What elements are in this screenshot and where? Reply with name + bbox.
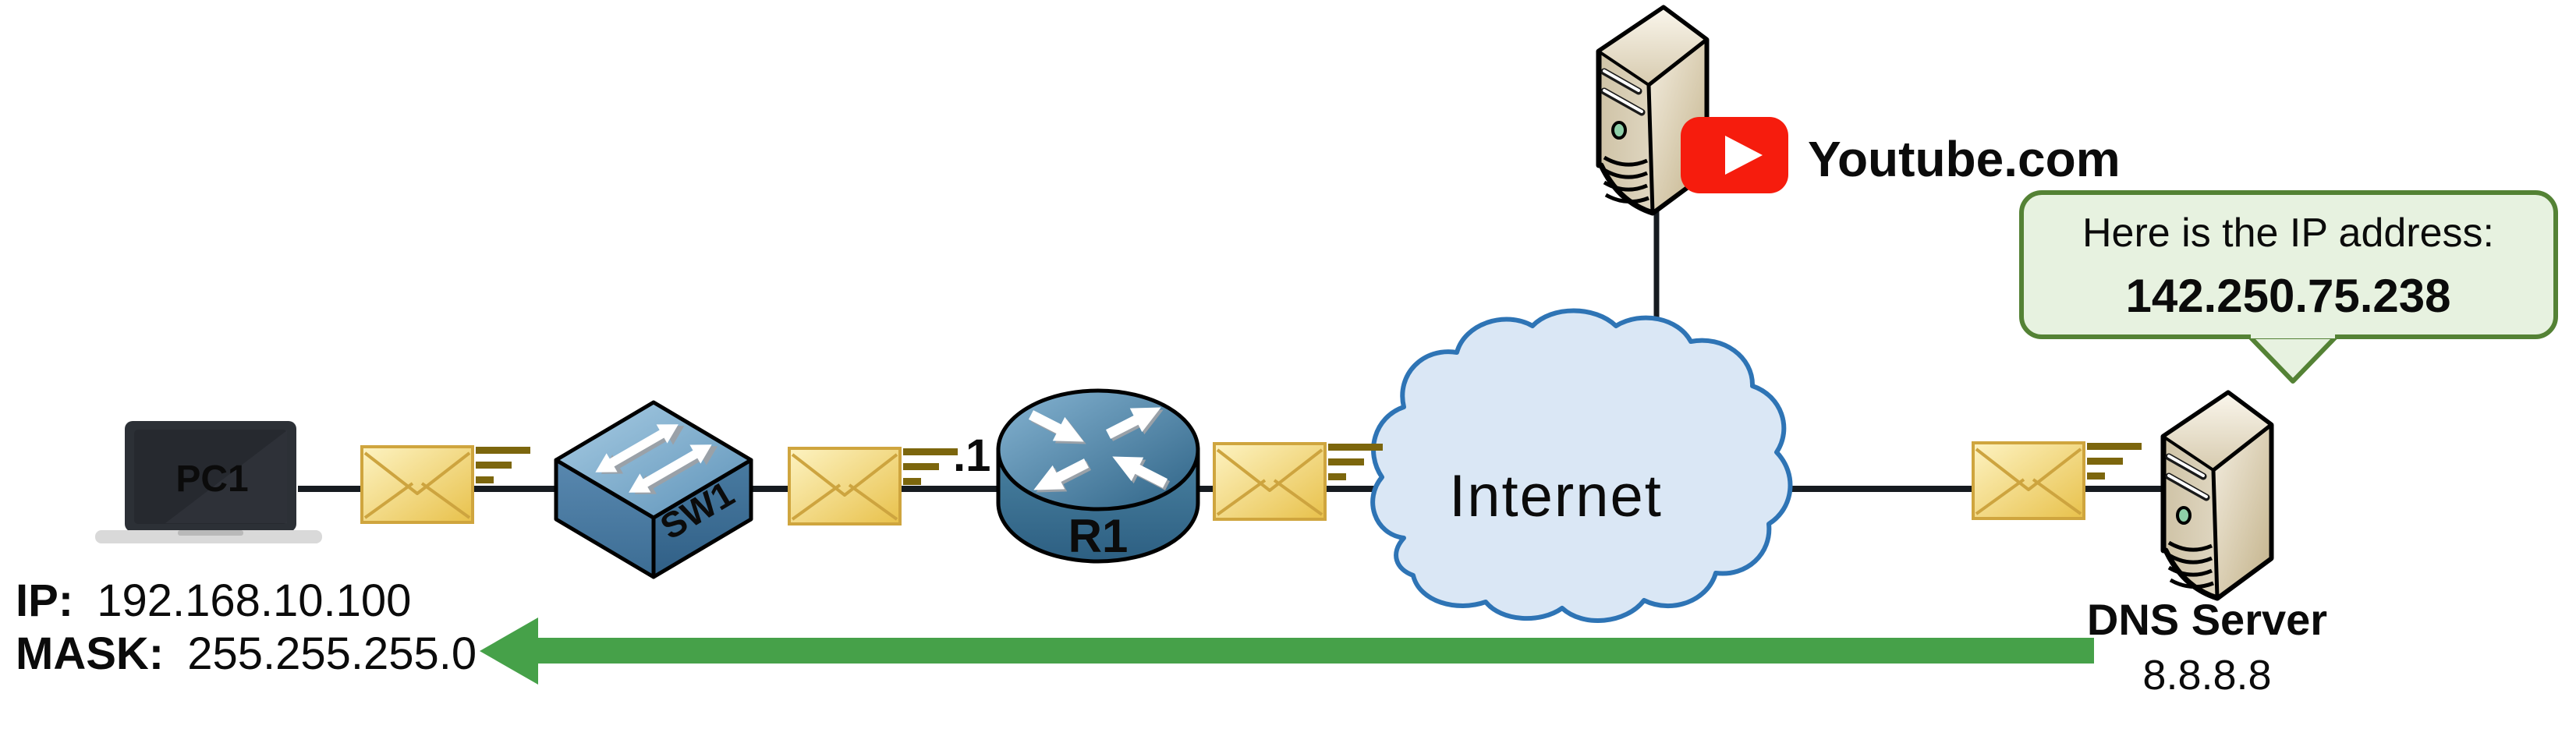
packet-envelope-3 — [1213, 442, 1384, 521]
youtube-logo-icon — [1681, 117, 1788, 193]
dns-server-name: DNS Server — [2087, 595, 2327, 644]
dns-server-icon — [2163, 393, 2271, 598]
pc1-mask-line: MASK: 255.255.255.0 — [16, 628, 477, 679]
pc1-label: PC1 — [175, 458, 248, 500]
pc1-ip-label: IP: — [16, 575, 73, 626]
cisco-router-icon: R1 — [996, 388, 1200, 564]
packet-envelope-4 — [1972, 441, 2143, 520]
pc1-ip-line: IP: 192.168.10.100 — [16, 575, 411, 626]
pc1-mask-label: MASK: — [16, 628, 164, 679]
internet-cloud-icon: Internet — [1370, 308, 1793, 623]
dns-server-ip: 8.8.8.8 — [2142, 652, 2271, 699]
cloud-label: Internet — [1449, 463, 1663, 529]
pc1-ip-value: 192.168.10.100 — [97, 575, 411, 626]
reply-direction-arrow — [480, 618, 2094, 685]
bubble-text-line1: Here is the IP address: — [2082, 211, 2494, 256]
dns-reply-bubble: Here is the IP address: 142.250.75.238 — [2019, 190, 2558, 384]
youtube-label: Youtube.com — [1808, 131, 2121, 187]
bubble-tail — [2246, 333, 2340, 384]
pc1-laptop-icon: PC1 — [95, 421, 322, 543]
bubble-text-line2: 142.250.75.238 — [2125, 270, 2450, 322]
packet-envelope-1 — [360, 445, 532, 524]
cisco-switch-icon: SW1 — [554, 400, 753, 579]
router-label: R1 — [1068, 510, 1129, 562]
router-interface-label: .1 — [953, 430, 990, 481]
pc1-mask-value: 255.255.255.0 — [187, 628, 477, 679]
